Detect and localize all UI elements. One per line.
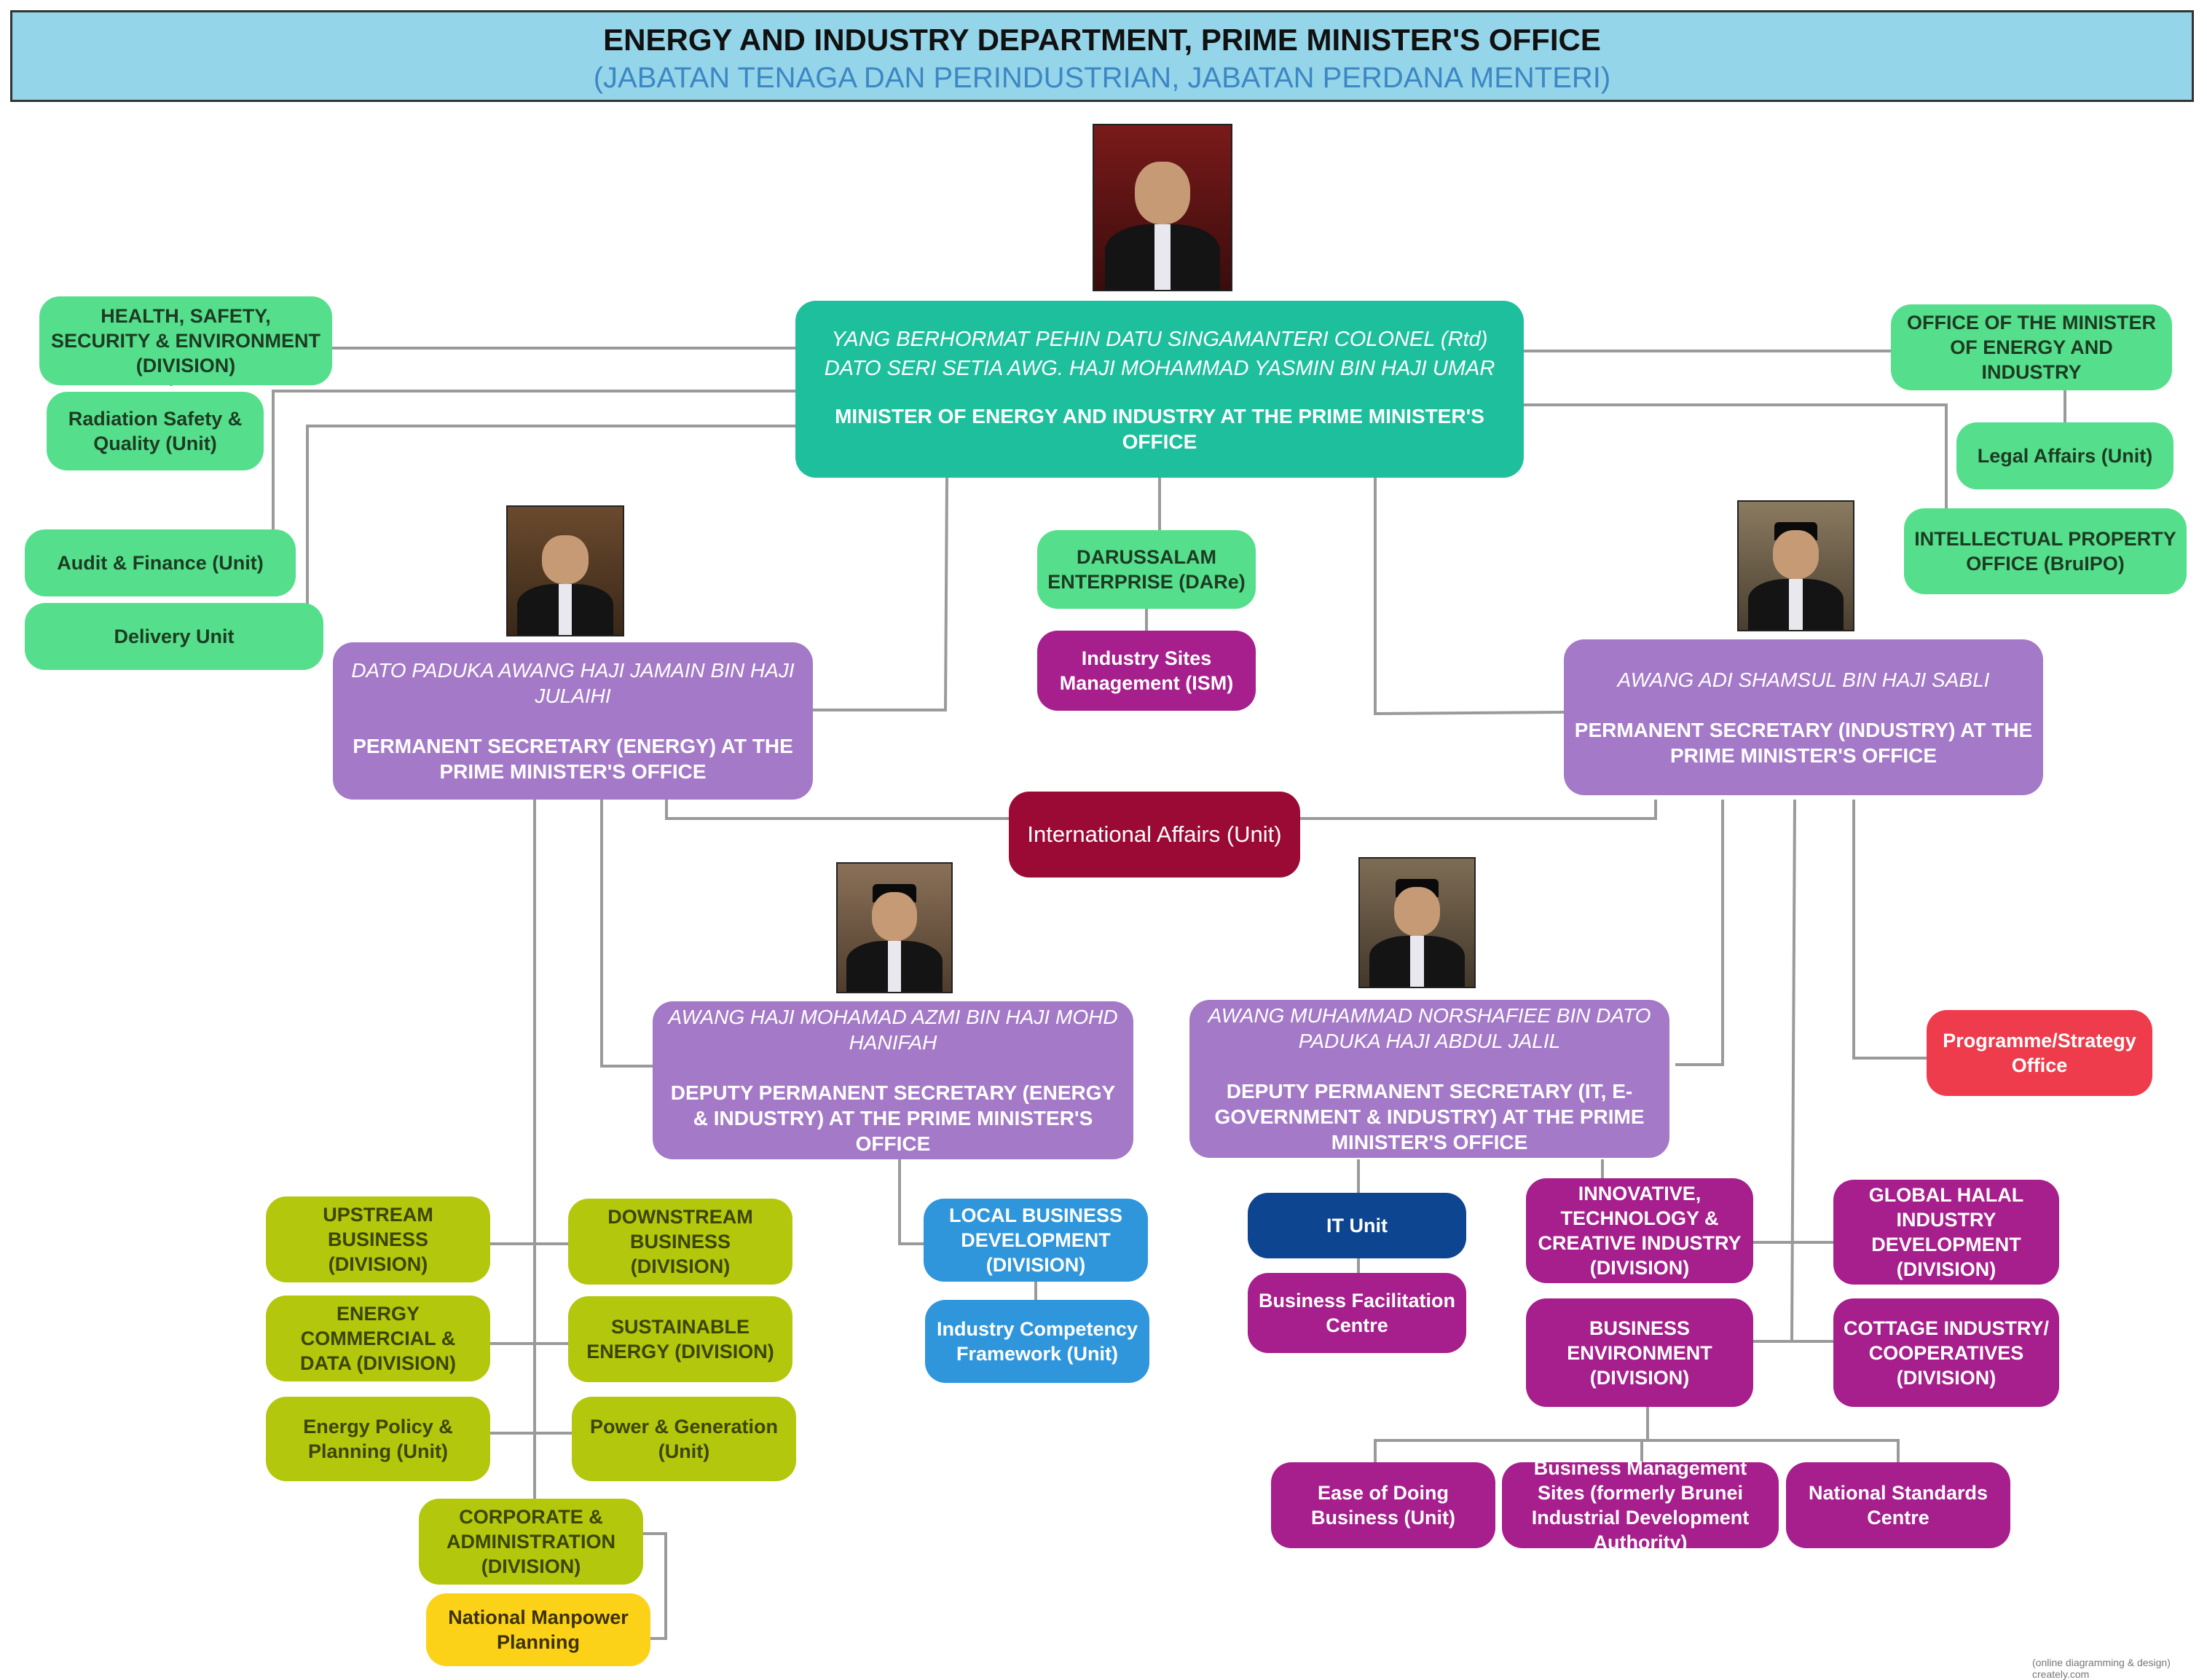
business-facilitation-centre[interactable]: Business Facilitation Centre (1248, 1273, 1466, 1353)
creately-watermark: (online diagramming & design) creately.c… (2032, 1657, 2171, 1680)
connector (898, 1159, 924, 1245)
darussalam-enterprise[interactable]: DARUSSALAM ENTERPRISE (DARe) (1037, 530, 1256, 609)
dps-it-photo (1358, 857, 1476, 988)
dps-energy-box[interactable]: AWANG HAJI MOHAMAD AZMI BIN HAJI MOHD HA… (653, 1001, 1133, 1159)
ps-industry-photo (1737, 500, 1854, 631)
ps-industry-name: AWANG ADI SHAMSUL BIN HAJI SABLI (1617, 668, 1990, 691)
ps-energy-role: PERMANENT SECRETARY (ENERGY) AT THE PRIM… (353, 735, 793, 783)
innovative-technology-creative-division[interactable]: INNOVATIVE, TECHNOLOGY & CREATIVE INDUST… (1526, 1178, 1753, 1283)
upstream-business-division[interactable]: UPSTREAM BUSINESS (DIVISION) (266, 1196, 490, 1282)
dps-energy-name: AWANG HAJI MOHAMAD AZMI BIN HAJI MOHD HA… (668, 1006, 1118, 1054)
industry-competency-framework-unit[interactable]: Industry Competency Framework (Unit) (925, 1300, 1149, 1383)
chart-header: ENERGY AND INDUSTRY DEPARTMENT, PRIME MI… (10, 10, 2194, 102)
connector (1524, 403, 1948, 510)
connector (306, 425, 795, 604)
office-of-minister[interactable]: OFFICE OF THE MINISTER OF ENERGY AND IND… (1891, 304, 2172, 390)
industry-sites-management[interactable]: Industry Sites Management (ISM) (1037, 631, 1256, 711)
minister-role: MINISTER OF ENERGY AND INDUSTRY AT THE P… (835, 404, 1484, 453)
energy-policy-planning-unit[interactable]: Energy Policy & Planning (Unit) (266, 1397, 490, 1481)
global-halal-industry-division[interactable]: GLOBAL HALAL INDUSTRY DEVELOPMENT (DIVIS… (1833, 1180, 2059, 1285)
it-unit[interactable]: IT Unit (1248, 1193, 1466, 1258)
minister-name: YANG BERHORMAT PEHIN DATU SINGAMANTERI C… (824, 327, 1495, 380)
connector (1675, 800, 1724, 1066)
ps-energy-name: DATO PADUKA AWANG HAJI JAMAIN BIN HAJI J… (351, 659, 795, 707)
connector (1300, 800, 1657, 820)
intellectual-property-office[interactable]: INTELLECTUAL PROPERTY OFFICE (BruIPO) (1904, 508, 2187, 594)
dps-it-box[interactable]: AWANG MUHAMMAD NORSHAFIEE BIN DATO PADUK… (1189, 1000, 1669, 1158)
dps-it-name: AWANG MUHAMMAD NORSHAFIEE BIN DATO PADUK… (1208, 1004, 1651, 1052)
connector (665, 800, 1009, 820)
ps-energy-photo (506, 505, 624, 636)
radiation-unit[interactable]: Radiation Safety & Quality (Unit) (47, 392, 264, 470)
business-environment-division[interactable]: BUSINESS ENVIRONMENT (DIVISION) (1526, 1298, 1753, 1407)
hse-division[interactable]: HEALTH, SAFETY, SECURITY & ENVIRONMENT (… (39, 296, 332, 385)
minister-photo (1093, 124, 1232, 291)
business-management-sites[interactable]: Business Management Sites (formerly Brun… (1502, 1457, 1779, 1553)
connector (643, 1532, 667, 1640)
connector (600, 800, 653, 1068)
national-standards-centre[interactable]: National Standards Centre (1786, 1462, 2010, 1548)
ps-industry-box[interactable]: AWANG ADI SHAMSUL BIN HAJI SABLI PERMANE… (1564, 639, 2043, 795)
energy-commercial-data-division[interactable]: ENERGY COMMERCIAL & DATA (DIVISION) (266, 1296, 490, 1381)
dps-energy-photo (836, 862, 953, 993)
international-affairs-unit[interactable]: International Affairs (Unit) (1009, 792, 1300, 878)
connector (812, 477, 948, 711)
cottage-industry-cooperatives-division[interactable]: COTTAGE INDUSTRY/ COOPERATIVES (DIVISION… (1833, 1298, 2059, 1407)
local-business-development-division[interactable]: LOCAL BUSINESS DEVELOPMENT (DIVISION) (924, 1199, 1148, 1282)
chart-title: ENERGY AND INDUSTRY DEPARTMENT, PRIME MI… (603, 23, 1601, 57)
sustainable-energy-division[interactable]: SUSTAINABLE ENERGY (DIVISION) (568, 1296, 792, 1382)
connector (272, 390, 795, 535)
corporate-administration-division[interactable]: CORPORATE & ADMINISTRATION (DIVISION) (419, 1499, 643, 1585)
power-generation-unit[interactable]: Power & Generation (Unit) (572, 1397, 796, 1481)
dps-energy-role: DEPUTY PERMANENT SECRETARY (ENERGY & IND… (670, 1081, 1116, 1155)
delivery-unit[interactable]: Delivery Unit (25, 603, 323, 670)
dps-it-role: DEPUTY PERMANENT SECRETARY (IT, E-GOVERN… (1214, 1080, 1645, 1153)
ps-industry-role: PERMANENT SECRETARY (INDUSTRY) AT THE PR… (1574, 718, 2033, 767)
programme-strategy-office[interactable]: Programme/Strategy Office (1927, 1010, 2152, 1096)
national-manpower-planning[interactable]: National Manpower Planning (426, 1593, 650, 1666)
minister-box[interactable]: YANG BERHORMAT PEHIN DATU SINGAMANTERI C… (795, 301, 1524, 478)
connector (1852, 800, 1927, 1060)
downstream-business-division[interactable]: DOWNSTREAM BUSINESS (DIVISION) (568, 1199, 792, 1285)
legal-affairs-unit[interactable]: Legal Affairs (Unit) (1956, 422, 2173, 489)
connector (1753, 799, 1796, 1343)
connector (1374, 478, 1565, 716)
audit-unit[interactable]: Audit & Finance (Unit) (25, 529, 296, 596)
ease-of-doing-business-unit[interactable]: Ease of Doing Business (Unit) (1271, 1462, 1495, 1548)
connector (1374, 1439, 1900, 1462)
chart-subtitle: (JABATAN TENAGA DAN PERINDUSTRIAN, JABAT… (593, 62, 1611, 94)
ps-energy-box[interactable]: DATO PADUKA AWANG HAJI JAMAIN BIN HAJI J… (333, 642, 813, 800)
